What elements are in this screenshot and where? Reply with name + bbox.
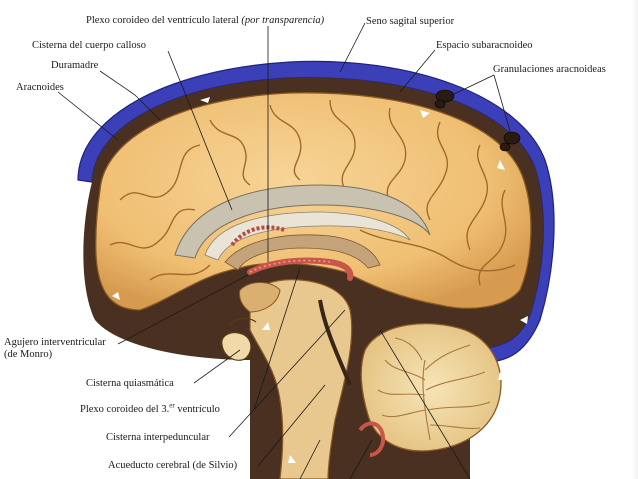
label-agujero-line1: Agujero interventricular [4,337,106,348]
leader-lines [57,22,513,479]
label-granulaciones: Granulaciones aracnoideas [493,64,606,75]
choroid-plexus-lateral [230,225,286,247]
gyri [109,99,516,286]
hypothalamus-region [239,282,281,313]
label-cisterna-calloso: Cisterna del cuerpo calloso [32,40,147,51]
label-plexo-tercer-main: Plexo coroideo del 3. [80,404,170,415]
label-cisterna-quiasmatica: Cisterna quiasmática [86,378,174,389]
arbor-vitae [377,337,491,441]
corpus-callosum [174,184,431,259]
edge-shadow [632,0,638,479]
choroid-plexus-fourth [358,421,385,457]
label-plexo-tercer: Plexo coroideo del 3.er ventrículo [80,401,220,416]
fornix [224,234,381,271]
label-plexo-tercer-end: ventrículo [174,404,220,415]
label-agujero-interventricular: Agujero interventricular (de Monro) [4,337,106,361]
label-acueducto: Acueducto cerebral (de Silvio) [108,460,238,471]
arachnoid-granulations [434,89,521,152]
pituitary [221,332,252,361]
label-espacio-subaracnoideo: Espacio subaracnoideo [436,40,533,51]
lateral-ventricle [204,211,411,261]
label-cisterna-interpeduncular: Cisterna interpeduncular [106,432,210,443]
label-plexo-lateral: Plexo coroideo del ventrículo lateral (p… [86,15,324,27]
label-plexo-tercer-sup: er [169,401,175,410]
label-seno-sagital: Seno sagital superior [366,16,455,27]
csf-flow-arrows [112,97,528,463]
cerebral-aqueduct [318,299,352,386]
label-plexo-lateral-italic: (por transparencia) [241,15,325,26]
label-agujero-line2: (de Monro) [4,349,53,360]
label-plexo-lateral-main: Plexo coroideo del ventrículo lateral [86,15,242,26]
label-duramadre: Duramadre [51,60,99,71]
label-aracnoides: Aracnoides [16,82,64,93]
